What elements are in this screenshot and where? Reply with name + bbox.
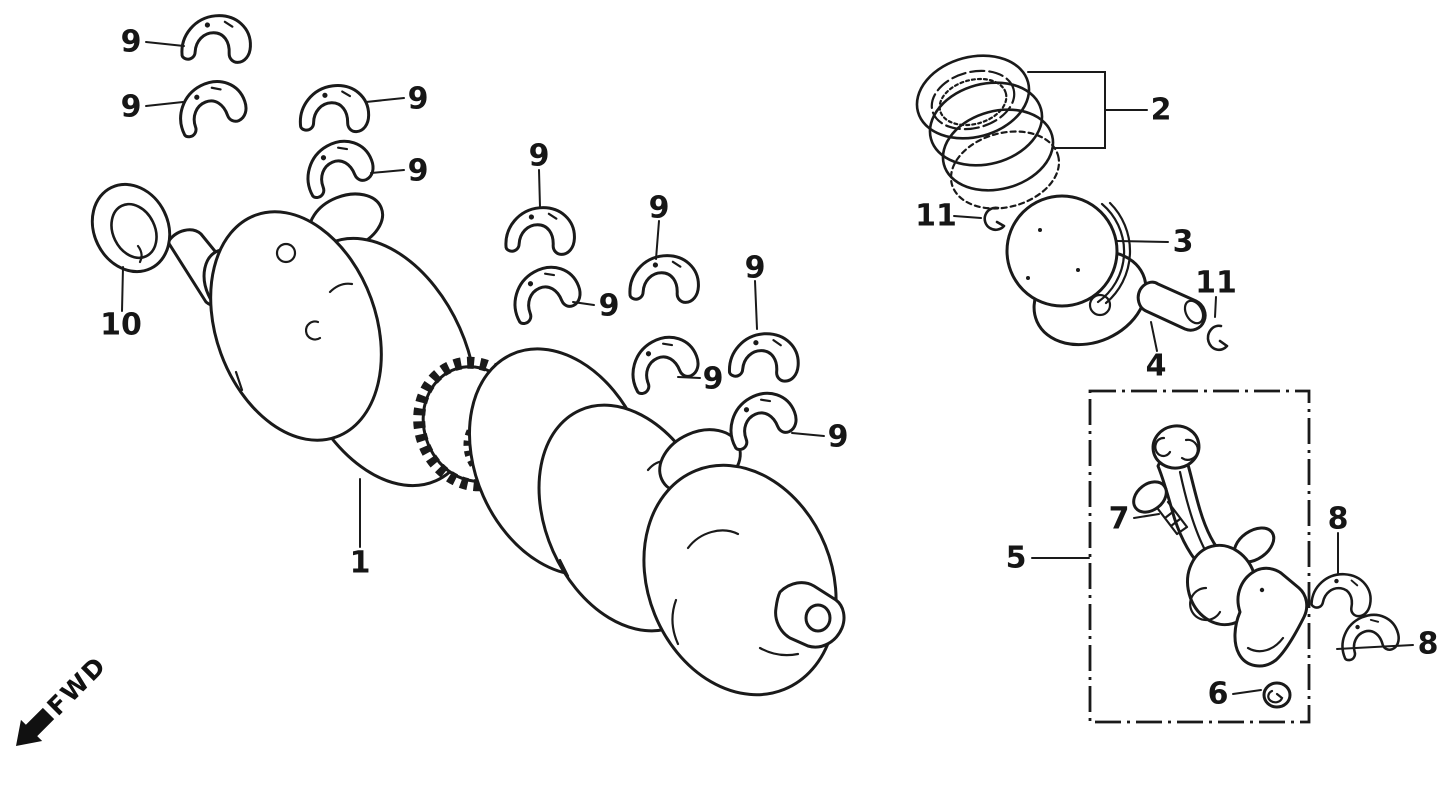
leader-line <box>1214 296 1217 318</box>
callout-labels: 9 9 9 9 9 9 9 9 9 9 10 1 2 11 3 4 11 5 7… <box>100 25 1438 712</box>
callout-piston-pin: 4 <box>1146 349 1167 384</box>
rod-bearing-cap <box>1233 566 1309 668</box>
leader-line <box>145 41 185 47</box>
main-bearing-shell <box>297 132 379 201</box>
rod-bearing-shell <box>1309 566 1378 622</box>
piston-ring-set <box>915 54 1061 210</box>
leader-line <box>1232 689 1262 695</box>
leader-line <box>1116 240 1169 243</box>
fwd-direction-marker: FWD <box>16 650 112 746</box>
leader-line <box>677 376 701 379</box>
leader-line <box>572 301 595 306</box>
piston <box>1005 194 1148 347</box>
piston-pin <box>1136 280 1207 332</box>
main-bearing-shell <box>622 328 704 397</box>
main-bearing-shell <box>720 384 802 453</box>
callout-main-bearing: 9 <box>408 82 429 117</box>
callout-pin-clip: 11 <box>915 199 957 234</box>
leader-line <box>1336 644 1414 650</box>
callout-rod-bolt: 7 <box>1109 502 1130 537</box>
oil-seal <box>90 182 172 274</box>
leader-line <box>370 169 405 174</box>
connecting-rod-kit-box <box>1088 389 1311 724</box>
main-bearing-shell <box>503 202 579 260</box>
callout-crankshaft: 1 <box>350 546 371 581</box>
crankshaft-right-stub <box>774 581 846 649</box>
leader-line <box>538 169 541 208</box>
main-bearing-shell <box>179 10 255 68</box>
leader-line <box>145 101 184 107</box>
callout-main-bearing: 9 <box>828 420 849 455</box>
main-bearing-shell <box>298 81 373 136</box>
callout-main-bearing: 9 <box>599 289 620 324</box>
main-bearing-shell <box>627 250 703 308</box>
leader-line <box>655 220 660 260</box>
callout-main-bearing: 9 <box>408 154 429 189</box>
callout-main-bearing: 9 <box>121 25 142 60</box>
crankshaft <box>166 192 846 697</box>
callout-piston: 3 <box>1173 225 1194 260</box>
crank-web-1 <box>209 210 383 442</box>
callout-rod-kit: 5 <box>1006 541 1027 576</box>
piston-pin-clip <box>983 206 1006 231</box>
connecting-rod <box>1151 424 1276 627</box>
callout-main-bearing: 9 <box>121 90 142 125</box>
main-bearing-shell <box>504 258 586 327</box>
leader-line <box>791 432 825 437</box>
callout-main-bearing: 9 <box>745 251 766 286</box>
callout-main-bearing: 9 <box>529 139 550 174</box>
main-bearing-shell <box>726 327 804 387</box>
rod-bolt <box>1132 480 1189 536</box>
leader-line <box>1150 321 1158 352</box>
leader-line <box>754 280 758 330</box>
callout-rod-bearing: 8 <box>1418 627 1439 662</box>
fwd-label: FWD <box>41 650 112 721</box>
callout-main-bearing: 9 <box>703 362 724 397</box>
leader-line <box>1133 513 1160 519</box>
main-bearing-shell <box>170 73 252 140</box>
rod-nut <box>1262 681 1292 709</box>
callout-ring-set: 2 <box>1151 93 1172 128</box>
leader-line <box>953 215 982 219</box>
callout-rod-bearing: 8 <box>1328 502 1349 537</box>
callout-oil-seal: 10 <box>100 308 142 343</box>
callout-rod-nut: 6 <box>1208 677 1229 712</box>
leader-line <box>365 97 405 103</box>
leader-line <box>121 266 124 312</box>
piston-pin-clip <box>1206 324 1229 352</box>
rod-bearing-shell <box>1335 608 1403 663</box>
callout-leader-lines <box>121 41 1414 695</box>
fwd-arrow-icon <box>16 707 55 746</box>
callout-main-bearing: 9 <box>649 191 670 226</box>
callout-pin-clip: 11 <box>1195 266 1237 301</box>
